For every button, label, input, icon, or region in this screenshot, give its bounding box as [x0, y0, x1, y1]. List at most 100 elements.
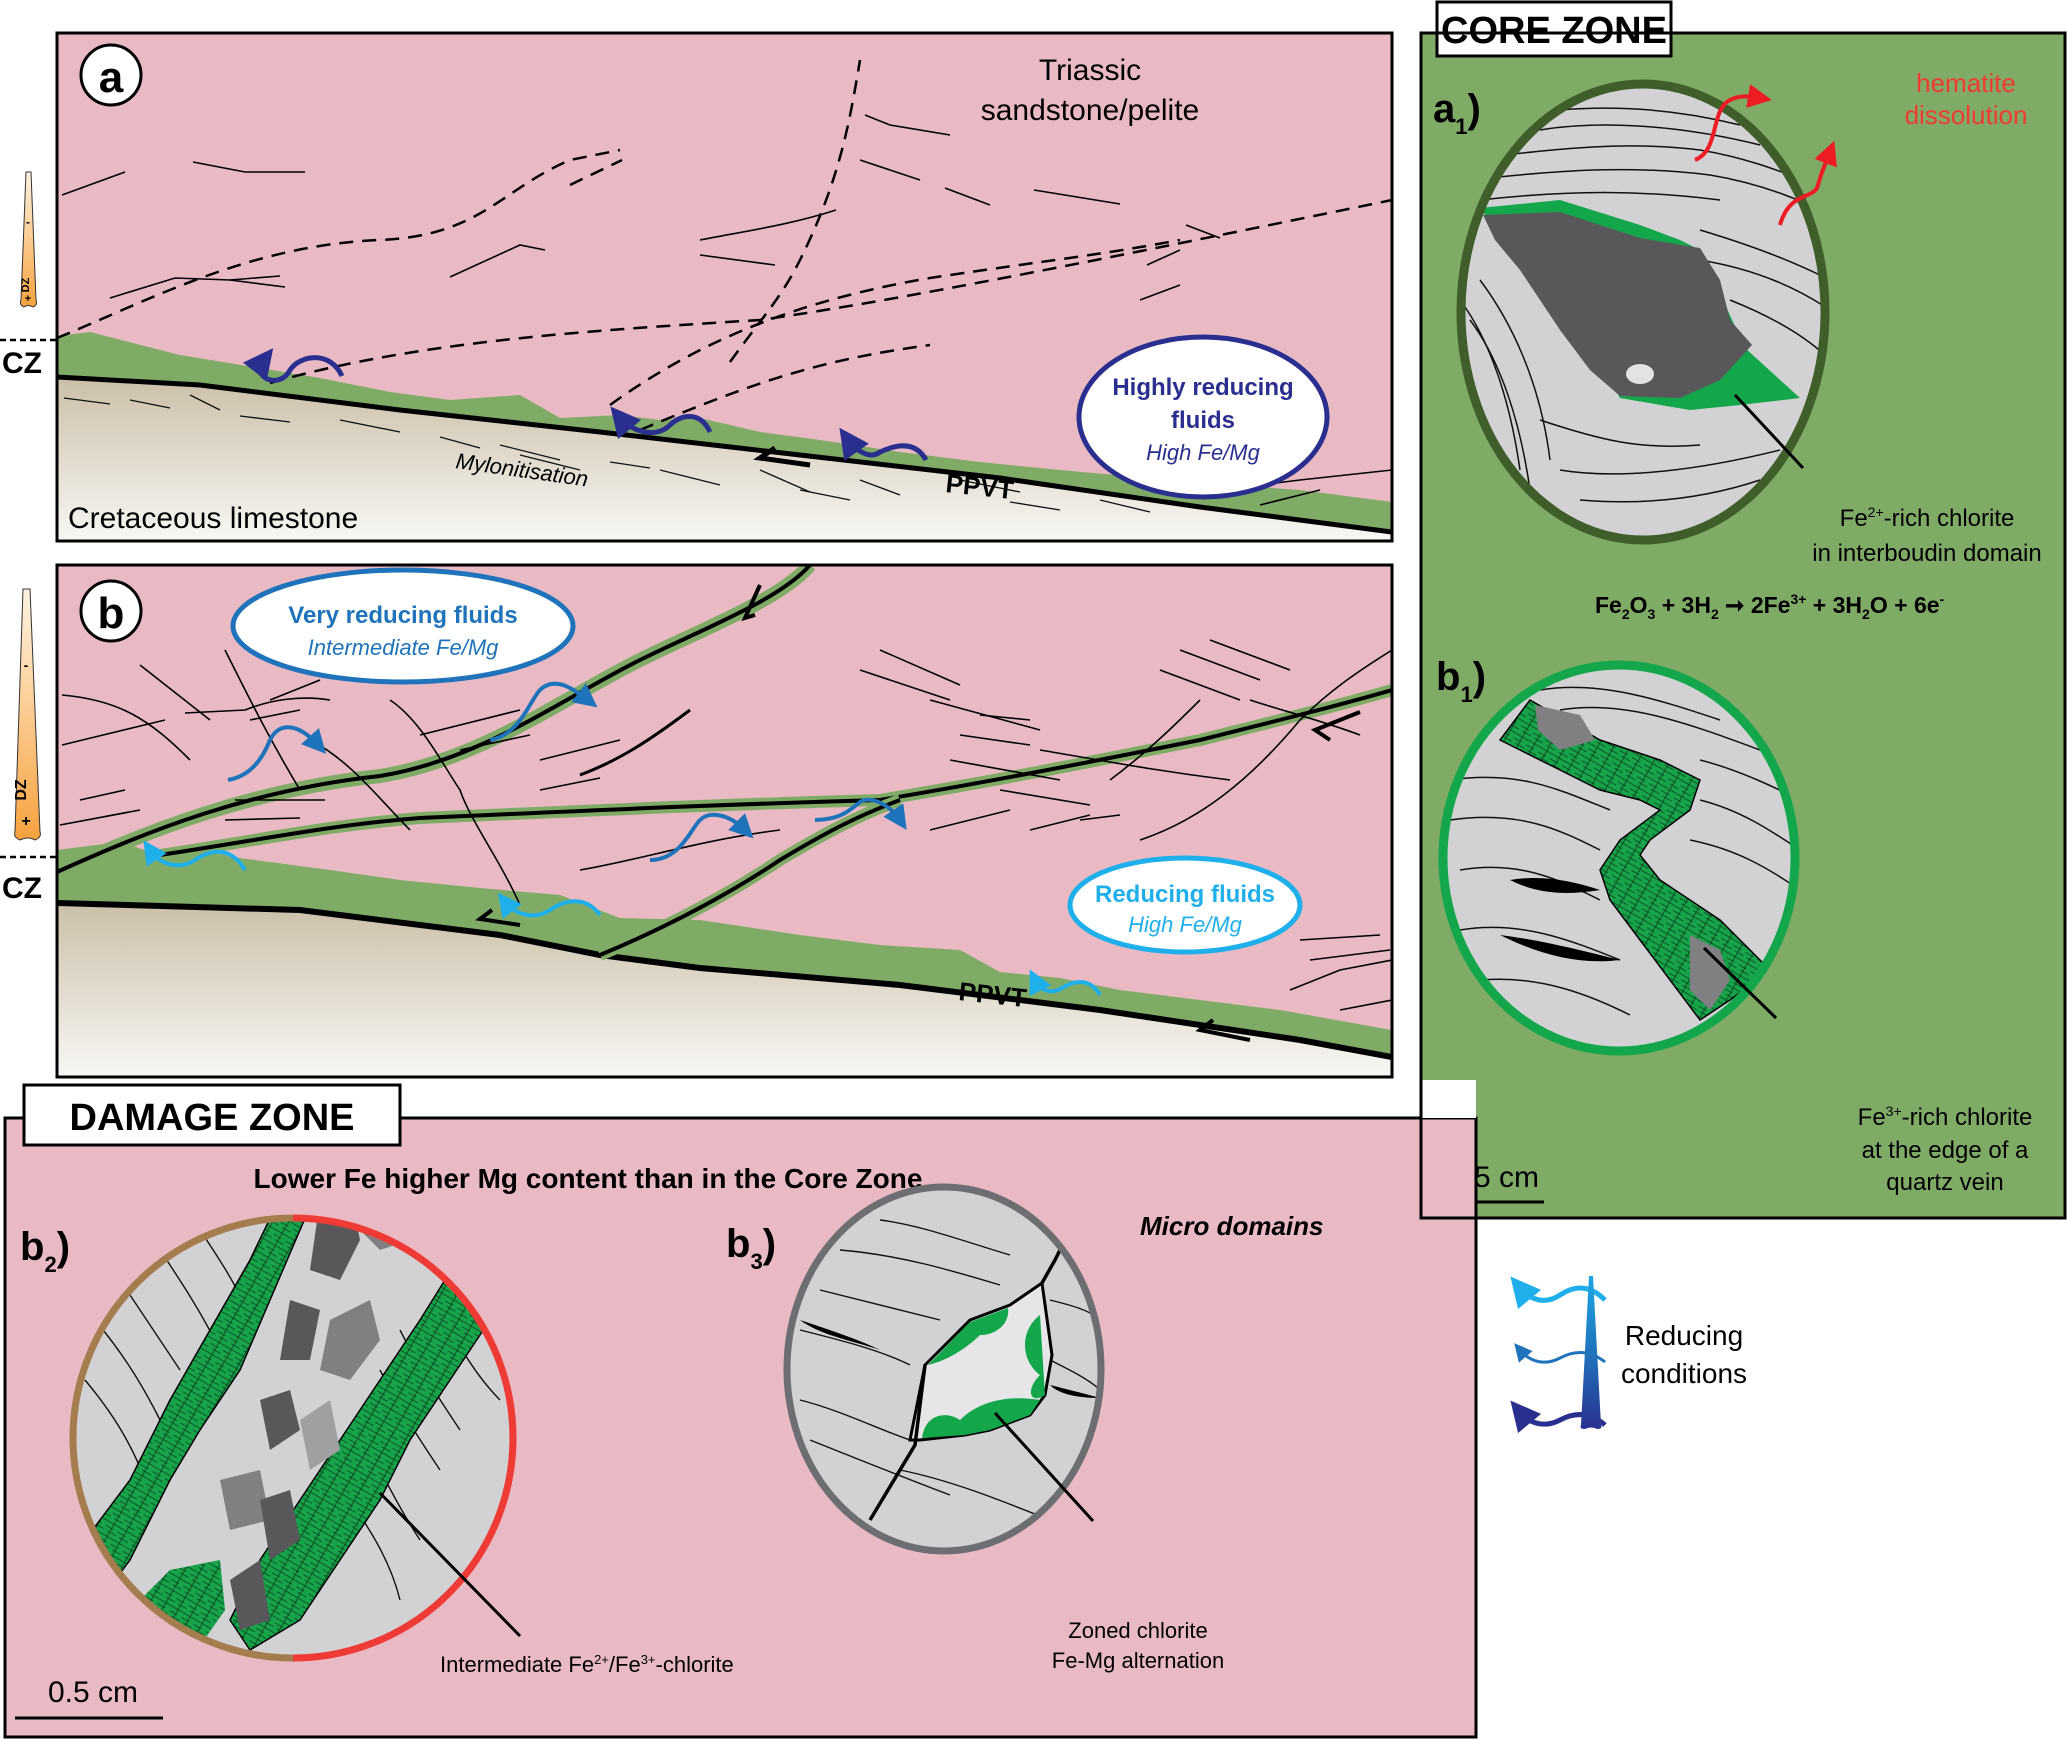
b1-callout-line2: at the edge of a	[1862, 1137, 2029, 1164]
reducing-conditions-legend: Reducing conditions	[1510, 1276, 1747, 1434]
b2-label: b2)	[20, 1225, 70, 1277]
b1-frame	[1438, 660, 1800, 1056]
b3-callout-line2: Fe-Mg alternation	[1052, 1648, 1224, 1673]
b2-callout: Intermediate Fe2+/Fe3+-chlorite	[440, 1652, 734, 1677]
ppvt-thrust-line	[57, 900, 1392, 1060]
triassic-label-line1: Triassic	[1039, 54, 1141, 87]
damage-zone-title: DAMAGE ZONE	[70, 1097, 355, 1139]
zoned-chlorite-top	[928, 1308, 1009, 1365]
shear-sense-arrow	[753, 445, 811, 468]
hematite-label-line2: dissolution	[1905, 100, 2028, 130]
b3-frame	[783, 1183, 1105, 1555]
scale-minus: -	[26, 215, 30, 229]
quartz-vein-chlorite	[1498, 699, 1772, 1022]
foliation	[1449, 686, 1795, 1016]
panel-b-badge	[79, 579, 143, 643]
cretaceous-label: Cretaceous limestone	[68, 502, 358, 535]
foliation	[1461, 107, 1825, 503]
a1-callout-line2: in interboudin domain	[1812, 540, 2042, 567]
damage-zone-notch	[1421, 1080, 1476, 1118]
ppvt-label: PPVT	[957, 976, 1028, 1013]
foliation	[799, 1219, 1099, 1521]
dz-gradient-wedge	[14, 588, 41, 841]
dz-gradient-wedge	[19, 171, 38, 308]
splay-faults	[57, 565, 1392, 961]
scale-minus: -	[24, 657, 29, 673]
shear-sense-arrows	[474, 584, 1361, 1042]
mylonite-fabric	[63, 394, 1151, 513]
bubble-subtitle: High Fe/Mg	[1128, 912, 1242, 937]
triassic-label-line2: sandstone/pelite	[981, 94, 1200, 127]
fluid-bubble-very-reducing: Very reducing fluids Intermediate Fe/Mg	[230, 567, 576, 685]
b3-callout-line	[993, 1411, 1095, 1523]
reducing-gradient-wedge-icon	[1580, 1276, 1602, 1429]
chlorite-vein-left	[75, 1220, 332, 1602]
zoned-chlorite-right	[1025, 1315, 1045, 1399]
panel-a-badge	[79, 43, 143, 107]
b1-label: b1)	[1436, 655, 1486, 707]
ppvt-label: PPVT	[944, 468, 1015, 505]
core-zone-title: CORE ZONE	[1441, 10, 1667, 52]
hematite-label-line1: hematite	[1916, 68, 2016, 98]
panel-b: b PPVT Very reducing fluids Intermediate…	[55, 563, 1394, 1079]
damage-scale-bar-label: 0.5 cm	[48, 1676, 138, 1709]
thin-section-b3	[783, 1183, 1105, 1555]
core-zone-title-box	[1435, 0, 1673, 58]
damage-zone-subtitle: Lower Fe higher Mg content than in the C…	[254, 1163, 923, 1194]
ppvt-thrust-line	[57, 374, 1392, 535]
core-zone-panel: CORE ZONE a1)	[1419, 0, 2067, 1220]
fluid-arrows-dark	[242, 348, 929, 462]
fractures	[59, 639, 1392, 1011]
cretaceous-limestone	[57, 377, 1392, 541]
scale-plus: +	[21, 813, 30, 830]
scale-dz-label: DZ	[20, 277, 32, 292]
b1-callout-line1: Fe3+-rich chlorite	[1858, 1103, 2033, 1131]
b2-callout-line	[378, 1491, 522, 1638]
a1-callout-line1: Fe2+-rich chlorite	[1840, 504, 2015, 532]
inferred-faults	[57, 59, 1392, 432]
hematite-arrow	[1778, 140, 1837, 226]
bubble-title-line2: fluids	[1171, 407, 1235, 434]
b2-frame-right	[292, 1214, 517, 1662]
panel-a: a Triassic sandstone/pelite Cretaceous l…	[55, 31, 1394, 543]
b1-callout-line3: quartz vein	[1886, 1169, 2003, 1196]
scale-dz-label: DZ	[13, 779, 30, 801]
scale-cz-label: CZ	[2, 872, 42, 905]
b1-callout-line	[1702, 946, 1778, 1020]
a1-label: a1)	[1433, 87, 1481, 139]
scale-cz-label: CZ	[2, 347, 42, 380]
bubble-title: Reducing fluids	[1095, 881, 1275, 908]
bubble-subtitle: High Fe/Mg	[1146, 440, 1260, 465]
thin-section-b1	[1438, 660, 1800, 1056]
bubble-title-line1: Highly reducing	[1112, 374, 1293, 401]
side-scale-a: - DZ + CZ	[0, 171, 57, 380]
thin-section-a1	[1456, 79, 1837, 545]
scale-plus: +	[25, 293, 31, 305]
panel-a-frame	[55, 31, 1394, 543]
fluid-bubble-reducing: Reducing fluids High Fe/Mg	[1067, 855, 1303, 955]
panel-b-badge-letter: b	[98, 589, 125, 638]
panel-a-badge-letter: a	[99, 53, 124, 102]
bubble-subtitle: Intermediate Fe/Mg	[308, 635, 500, 660]
redox-equation: Fe2O3 + 3H2 ➞ 2Fe3+ + 3H2O + 6e-	[1595, 591, 1945, 622]
a1-callout-line	[1733, 393, 1805, 470]
damage-zone-title-box	[22, 1083, 402, 1147]
damage-zone-panel: DAMAGE ZONE Lower Fe higher Mg content t…	[3, 31, 2067, 1739]
boudin-dark	[1483, 212, 1752, 398]
bubble-title: Very reducing fluids	[288, 602, 517, 629]
legend-label-line1: Reducing	[1625, 1320, 1743, 1351]
legend-label-line2: conditions	[1621, 1358, 1747, 1389]
hematite-arrow	[1694, 84, 1772, 162]
micro-domains-heading: Micro domains	[1140, 1211, 1323, 1241]
fracture	[868, 1364, 927, 1521]
cretaceous-limestone	[57, 903, 1392, 1077]
core-zone-overlay-border	[1419, 31, 2067, 1220]
b2-frame-left	[69, 1214, 294, 1662]
a1-frame	[1456, 79, 1830, 545]
thin-section-b2	[69, 1214, 517, 1662]
b3-callout-line1: Zoned chlorite	[1068, 1618, 1207, 1643]
fluid-bubble-highly-reducing: Highly reducing fluids High Fe/Mg	[1076, 334, 1330, 500]
b3-label: b3)	[726, 1222, 776, 1274]
zoned-chlorite-bottom	[922, 1398, 1040, 1438]
